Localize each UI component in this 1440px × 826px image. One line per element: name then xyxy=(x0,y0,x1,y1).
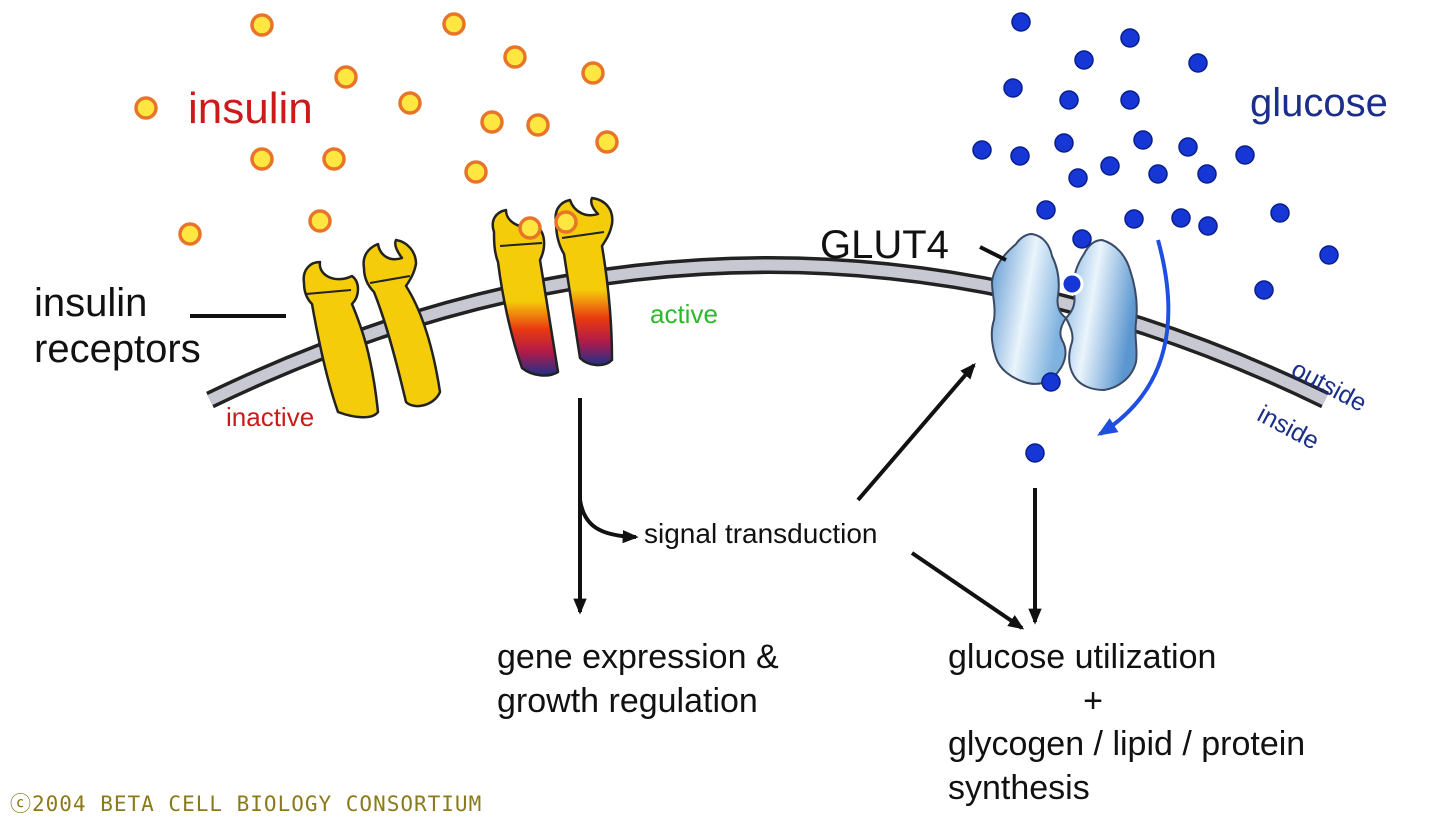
bound-insulin-particle xyxy=(554,210,578,234)
active-label: active xyxy=(650,299,718,329)
glucose-particle xyxy=(1059,90,1079,110)
insulin-label: insulin xyxy=(188,84,313,133)
insulin-particle xyxy=(308,209,332,233)
glucose-particle xyxy=(1197,164,1217,184)
insulin-particles xyxy=(134,12,619,246)
insulin-particle xyxy=(503,45,527,69)
glucose-particle xyxy=(1036,200,1056,220)
glucose-particle xyxy=(1072,229,1092,249)
insulin-particle xyxy=(480,110,504,134)
insulin-particle xyxy=(250,13,274,37)
insulin-particle xyxy=(581,61,605,85)
glucose-utilization-label: glucose utilization xyxy=(948,638,1217,676)
insulin-particle xyxy=(442,12,466,36)
insulin-particle xyxy=(526,113,550,137)
glucose-particle xyxy=(1133,130,1153,150)
glucose-particle xyxy=(1100,156,1120,176)
glucose-particle xyxy=(1178,137,1198,157)
glucose-particle xyxy=(1025,443,1045,463)
glucose-in-transporter xyxy=(1060,272,1084,296)
glucose-particle xyxy=(1198,216,1218,236)
insulin-particle xyxy=(334,65,358,89)
signaling-arrows xyxy=(573,362,1042,630)
glut4-label: GLUT4 xyxy=(820,223,949,267)
glucose-particle xyxy=(1254,280,1274,300)
glucose-particle xyxy=(1041,372,1061,392)
receptor-subunit xyxy=(491,208,560,377)
arrow-to-glucose-utilization xyxy=(910,551,1025,630)
glut4-right-half xyxy=(1064,238,1138,392)
insulin-particle xyxy=(134,96,158,120)
glucose-label: glucose xyxy=(1250,81,1388,125)
glucose-particle xyxy=(1148,164,1168,184)
insulin-receptors-label: insulin receptors xyxy=(34,281,201,371)
insulin-particle xyxy=(178,222,202,246)
glucose-particle xyxy=(1010,146,1030,166)
bound-insulin-particle xyxy=(518,216,542,240)
glucose-uptake-arrow xyxy=(1097,239,1171,436)
synthesis-label: glycogen / lipid / protein synthesis xyxy=(948,725,1306,807)
insulin-particle xyxy=(322,147,346,171)
glucose-particle xyxy=(1188,53,1208,73)
insulin-particle xyxy=(250,147,274,171)
insulin-particle xyxy=(398,91,422,115)
gene-expression-label: gene expression & growth regulation xyxy=(497,638,779,720)
glucose-particle xyxy=(1270,203,1290,223)
inactive-insulin-receptor xyxy=(302,238,442,419)
glucose-particle xyxy=(1003,78,1023,98)
glucose-particle xyxy=(1054,133,1074,153)
glucose-particle xyxy=(1068,168,1088,188)
plus-sign: + xyxy=(1083,681,1103,720)
cell-membrane xyxy=(206,256,1329,409)
receptor-subunit xyxy=(302,260,380,419)
inactive-label: inactive xyxy=(226,402,315,432)
glucose-particle xyxy=(1319,245,1339,265)
glucose-particle xyxy=(1171,208,1191,228)
arrow-to-signal-transduction xyxy=(578,499,639,544)
active-insulin-receptor xyxy=(491,196,614,377)
glucose-particle xyxy=(1120,28,1140,48)
glucose-particles xyxy=(972,12,1339,463)
signal-transduction-label: signal transduction xyxy=(644,518,878,549)
receptor-subunit xyxy=(554,196,614,367)
glucose-particle xyxy=(1124,209,1144,229)
glucose-particle xyxy=(972,140,992,160)
glut4-callout-line xyxy=(979,245,1007,262)
glucose-particle xyxy=(1235,145,1255,165)
arrow-to-glut4 xyxy=(856,362,976,502)
glucose-particle xyxy=(1120,90,1140,110)
copyright-notice: ⓒ2004 BETA CELL BIOLOGY CONSORTIUM xyxy=(10,792,483,816)
glucose-particle xyxy=(1011,12,1031,32)
insulin-particle xyxy=(464,160,488,184)
glucose-particle xyxy=(1074,50,1094,70)
glut4-transporter xyxy=(990,232,1138,392)
glucose-utilization-block: glucose utilization + glycogen / lipid /… xyxy=(948,636,1305,810)
insulin-particle xyxy=(595,130,619,154)
